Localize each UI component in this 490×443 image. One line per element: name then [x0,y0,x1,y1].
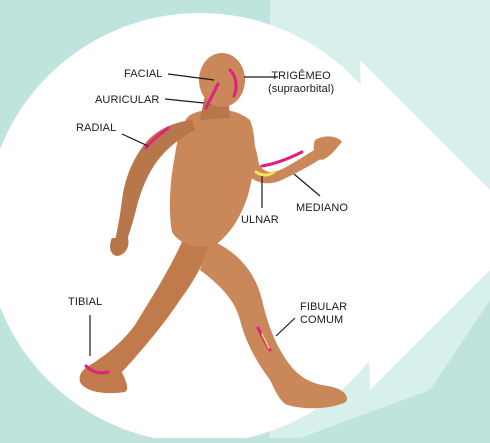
label-trigemeo-sub: (supraorbital) [268,83,334,96]
label-tibial: TIBIAL [68,296,102,309]
label-auricular: AURICULAR [95,94,159,107]
label-radial: RADIAL [76,122,116,135]
label-fibular-sub: COMUM [300,314,347,327]
label-mediano: MEDIANO [296,202,348,215]
label-fibular-main: FIBULAR [300,301,347,314]
label-trigemeo: TRIGÊMEO (supraorbital) [268,70,334,96]
label-facial: FACIAL [124,68,163,81]
label-ulnar: ULNAR [241,214,279,227]
label-fibular: FIBULAR COMUM [300,301,347,327]
head [199,53,245,107]
label-trigemeo-main: TRIGÊMEO [268,70,334,83]
